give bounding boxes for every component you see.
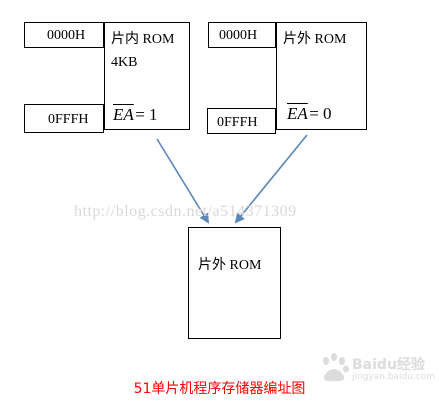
left-rom-title: 片内 ROM [111, 32, 175, 47]
left-arrow [156, 138, 210, 224]
right-end-addr-box: 0FFFH [207, 108, 276, 134]
right-rom-box: 片外 ROM EA = 0 [276, 22, 367, 130]
baidu-logo-text: Baidu经验 [352, 357, 425, 373]
right-arrow [234, 134, 308, 224]
right-start-addr: 0000H [219, 28, 258, 43]
baidu-logo: Baidu经验 jingyan.baidu.com [316, 352, 436, 386]
left-start-addr: 0000H [47, 28, 86, 43]
left-ea-label: EA = 1 [113, 105, 158, 124]
left-end-addr: 0FFFH [48, 112, 89, 127]
right-ea-label: EA = 0 [287, 104, 332, 123]
bottom-rom-box: 片外 ROM [188, 227, 281, 339]
left-rom-box: 片内 ROM 4KB EA = 1 [104, 22, 190, 130]
left-end-addr-box: 0FFFH [24, 104, 104, 133]
right-start-addr-box: 0000H [208, 22, 276, 48]
baidu-paw-icon [323, 353, 349, 382]
diagram-caption: 51单片机程序存储器编址图 [133, 381, 306, 397]
left-rom-size: 4KB [111, 55, 138, 70]
watermark: http://blog.csdn.net/a514371309 [74, 203, 297, 220]
left-start-addr-box: 0000H [24, 22, 104, 48]
bottom-rom-title: 片外 ROM [198, 258, 262, 273]
right-end-addr: 0FFFH [217, 115, 258, 130]
right-rom-title: 片外 ROM [283, 32, 347, 47]
baidu-logo-subtext: jingyan.baidu.com [352, 372, 436, 382]
